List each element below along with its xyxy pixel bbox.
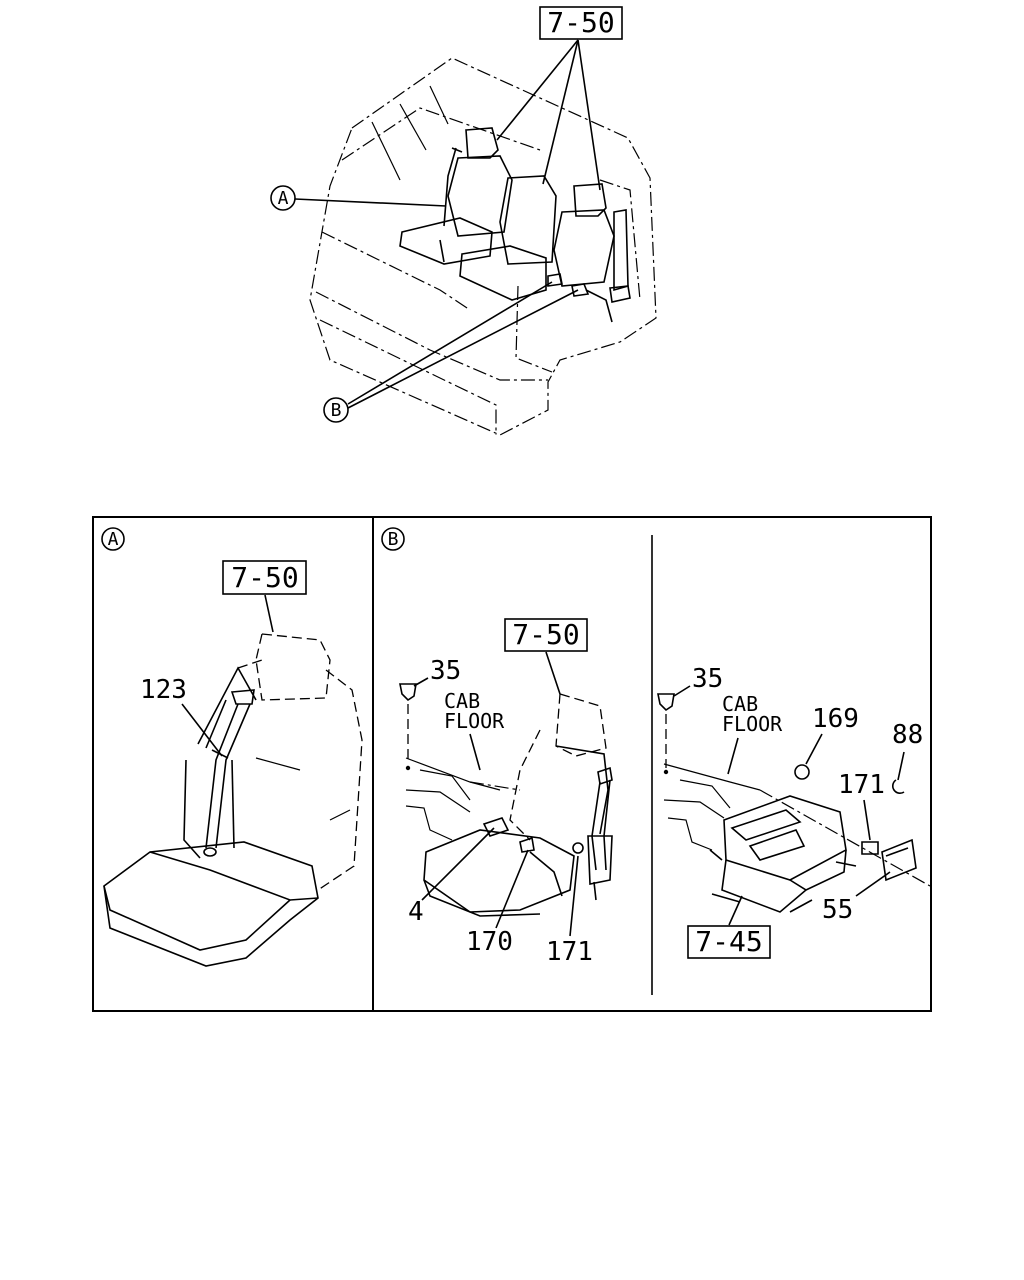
part-171-left: 171: [546, 937, 593, 967]
cab-floor-right: [663, 763, 931, 887]
part-88: 88: [892, 720, 923, 750]
ref-box-top: [539, 6, 623, 40]
part-4: 4: [408, 897, 424, 927]
part-35-left: 35: [430, 656, 461, 686]
ref-top-label: 7-50: [547, 6, 614, 39]
callout-a-letter: A: [278, 188, 289, 209]
panel-b-left: 7-50 35 CAB FLOOR: [399, 618, 613, 967]
middle-seat: [459, 175, 557, 301]
callout-a-circle: [270, 185, 296, 211]
part-123: 123: [140, 675, 187, 705]
callout-b-circle: [323, 397, 349, 423]
panel-b-right-ref-label: 7-45: [695, 925, 762, 958]
panel-b-right-ref-box: [687, 925, 771, 959]
driver-seat: [399, 127, 513, 265]
panel-b-left-ref-label: 7-50: [512, 618, 579, 651]
panel-b-right: 35 CAB FLOOR 169: [657, 664, 931, 959]
detail-frame: [92, 516, 932, 1012]
panel-a-badge: A: [108, 529, 119, 550]
panel-a-ref-label: 7-50: [231, 561, 298, 594]
panel-a-ref-box: [222, 560, 307, 595]
bracket-55: [881, 838, 917, 882]
seat-illustration-a: [103, 633, 363, 967]
seat-illustration-b: [423, 693, 613, 917]
cab-floor-right-line1: CAB: [722, 692, 758, 716]
part-35-right: 35: [692, 664, 723, 694]
panel-b: B 7-50 35 CAB FLOOR: [381, 527, 931, 967]
callout-b-letter: B: [331, 400, 342, 421]
panel-b-badge-circle: [381, 527, 405, 551]
cab-floor-left-line1: CAB: [444, 689, 480, 713]
panel-b-left-ref-box: [504, 618, 588, 652]
part-55: 55: [822, 895, 853, 925]
panel-a: A 7-50 123: [101, 527, 363, 967]
cab-floor-left-line2: FLOOR: [444, 709, 505, 733]
panel-b-badge: B: [388, 529, 399, 550]
cab-shell: [309, 57, 657, 436]
part-169: 169: [812, 704, 859, 734]
cab-overview: 7-50: [270, 6, 657, 436]
cab-floor-right-line2: FLOOR: [722, 712, 783, 736]
panel-a-badge-circle: [101, 527, 125, 551]
console-box: [709, 795, 857, 913]
part-171-right: 171: [838, 770, 885, 800]
part-170: 170: [466, 927, 513, 957]
cab-floor-left: [405, 757, 521, 841]
passenger-seat: [547, 183, 631, 323]
